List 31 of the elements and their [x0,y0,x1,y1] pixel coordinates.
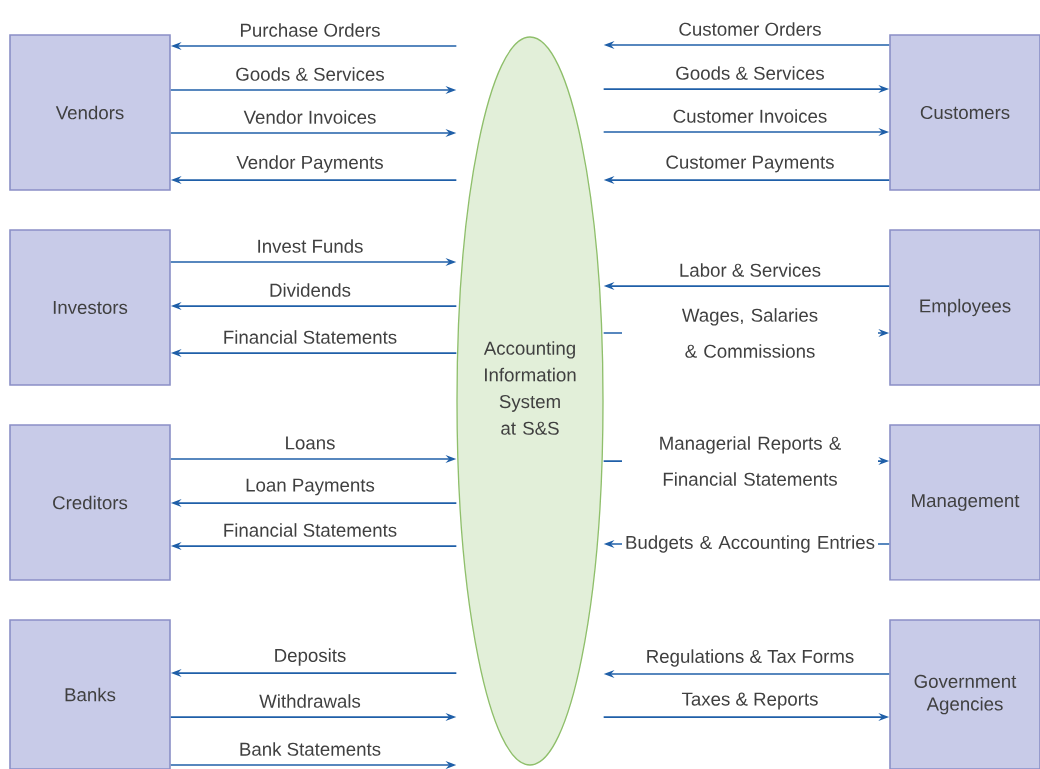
entity-box: Investors [9,229,171,386]
edge-label: Financial Statements [224,330,397,344]
edge-label: Goods & Services [236,67,384,81]
edge-label: Vendor Invoices [243,110,376,124]
edge-label: Purchase Orders [241,23,380,37]
edge-label: Loan Payments [246,478,375,496]
entity-box: Customers [889,34,1040,191]
edge-label: Managerial Reports & Financial Statements [622,434,878,488]
entity-box: Government Agencies [889,619,1040,769]
edge-label: Labor & Services [680,263,821,277]
edge-label: Dividends [270,283,351,297]
edge-label: Customer Orders [679,22,821,36]
edge-label: Vendor Payments [236,155,383,173]
entity-box: Management [889,424,1040,581]
edge-label: Customer Invoices [673,109,827,123]
edge-label: Wages, Salaries & Commissions [622,306,878,360]
entity-box: Vendors [9,34,171,191]
edge-label: Deposits [275,648,346,666]
entity-box: Creditors [9,424,171,581]
edge-label: Regulations & Tax Forms [647,649,854,667]
edge-label: Taxes & Reports [681,692,818,710]
edge-label: Budgets & Accounting Entries [622,533,878,555]
entity-box: Employees [889,229,1040,386]
edge-label: Bank Statements [240,742,381,756]
edge-label: Withdrawals [259,694,361,708]
edge-label: Customer Payments [666,155,834,173]
edge-label: Financial Statements [224,523,397,537]
edge-label: Invest Funds [258,239,363,253]
entity-box: Banks [9,619,171,769]
edge-label: Goods & Services [676,66,824,80]
edge-label: Loans [286,436,335,450]
